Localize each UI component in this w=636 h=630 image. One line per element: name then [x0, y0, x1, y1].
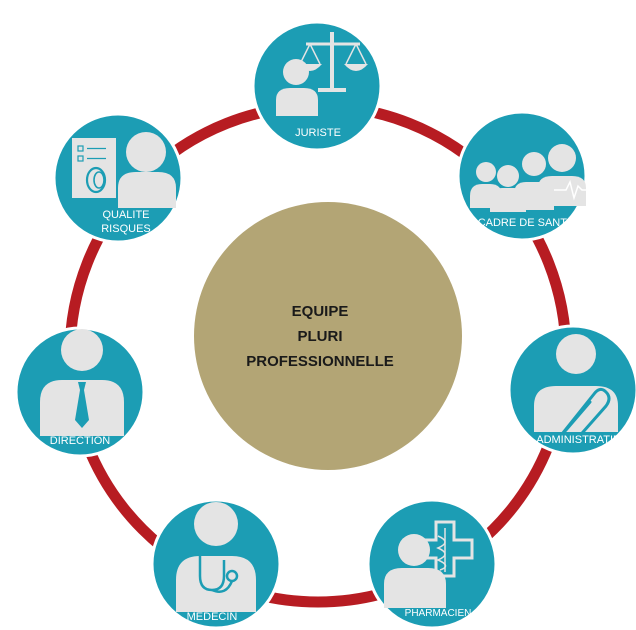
person-icon: [276, 59, 318, 116]
center-node: EQUIPE PLURI PROFESSIONNELLE: [194, 202, 462, 470]
person-icon: [384, 534, 446, 608]
node-cadre-de-sante: CADRE DE SANTE: [456, 110, 590, 242]
node-pharmacien-label: PHARMACIEN: [405, 608, 472, 619]
node-administratif-label: ADMINISTRATIF: [536, 434, 620, 446]
node-cadre-de-sante-label: CADRE DE SANTE: [478, 217, 575, 229]
node-qualite-risques-label-line-1: QUALITE: [102, 209, 149, 221]
node-juriste-label: JURISTE: [295, 127, 341, 139]
caduceus-icon: [436, 528, 447, 572]
group-heartbeat-icon: [470, 144, 586, 212]
center-title-line-2: PLURI: [298, 328, 343, 345]
node-medecin: MEDECIN: [150, 498, 282, 630]
node-medecin-label: MEDECIN: [187, 611, 238, 623]
node-direction: DIRECTION: [14, 326, 146, 458]
center-title-line-1: EQUIPE: [292, 303, 349, 320]
doctor-person-icon: [176, 502, 256, 612]
node-direction-label: DIRECTION: [50, 435, 111, 447]
heartbeat-line-icon: [554, 179, 590, 201]
node-juriste-circle: [251, 20, 383, 152]
node-qualite-risques-label-line-2: RISQUES: [101, 223, 151, 235]
person-icon: [534, 334, 618, 432]
person-icon: [118, 132, 176, 208]
node-administratif: ADMINISTRATIF: [507, 324, 636, 456]
node-pharmacien: PHARMACIEN: [366, 498, 498, 630]
stethoscope-icon: [198, 556, 239, 593]
center-title-line-3: PROFESSIONNELLE: [246, 353, 394, 370]
node-qualite-risques: QUALITE RISQUES: [52, 112, 184, 244]
center-circle: [194, 202, 462, 470]
checklist-document-icon: [72, 138, 116, 198]
necktie-icon: [75, 382, 89, 428]
paperclip-icon: [560, 387, 611, 445]
node-juriste: JURISTE: [251, 20, 383, 152]
